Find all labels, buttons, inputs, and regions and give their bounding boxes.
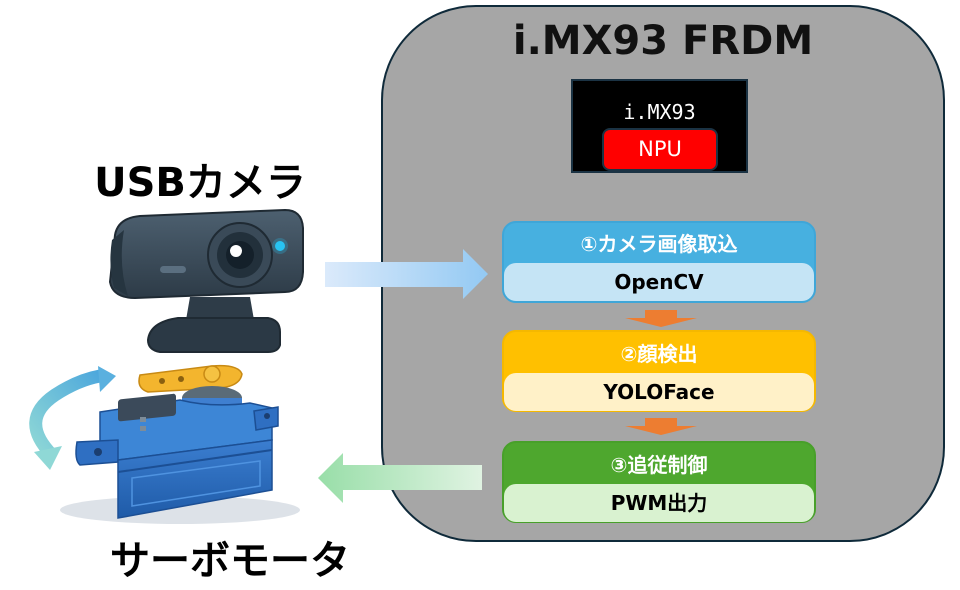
step-connector-arrow xyxy=(625,418,697,435)
camera-label: USBカメラ xyxy=(94,160,306,206)
step-connector-arrow xyxy=(625,310,697,327)
pipeline-step-tool: OpenCV xyxy=(504,263,814,301)
webcam-icon xyxy=(108,208,304,353)
servo-motor-icon xyxy=(60,364,300,524)
pipeline-step-tool: PWM出力 xyxy=(504,484,814,522)
board-title: i.MX93 FRDM xyxy=(512,18,814,64)
soc-chip-name: i.MX93 xyxy=(623,100,696,124)
pipeline-step-title: ①カメラ画像取込 xyxy=(580,232,738,256)
npu-badge: NPU xyxy=(602,128,718,171)
output-arrow xyxy=(318,453,482,503)
pipeline-step-title: ③追従制御 xyxy=(610,453,708,477)
servo-label: サーボモータ xyxy=(110,538,350,584)
pipeline-step-tool: YOLOFace xyxy=(504,373,814,411)
pipeline-step-title: ②顔検出 xyxy=(620,342,698,366)
rotation-arrow-icon xyxy=(29,366,116,470)
input-arrow xyxy=(325,249,488,299)
